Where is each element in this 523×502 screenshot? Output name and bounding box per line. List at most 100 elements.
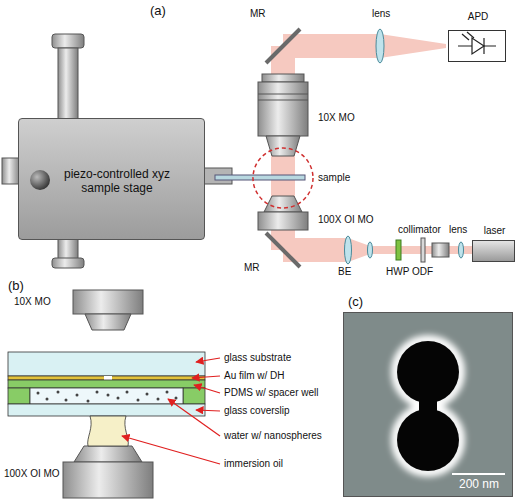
component-label: ODF	[412, 266, 433, 278]
objective-lens	[266, 136, 300, 156]
component-label: 100X OI MO	[318, 214, 374, 226]
mirror	[266, 233, 300, 267]
lens-symbol	[368, 242, 373, 258]
mirror	[266, 29, 300, 63]
lens-symbol	[459, 242, 464, 258]
sample-stage: piezo-controlled xyz sample stage	[18, 118, 205, 240]
component-label: collimator	[398, 224, 441, 236]
photodiode-symbol	[467, 32, 474, 38]
stage-knob	[58, 48, 78, 120]
objective-lens	[74, 446, 142, 462]
layer-label: immersion oil	[224, 458, 283, 470]
double-hole	[397, 341, 459, 471]
sample-layers	[8, 352, 205, 446]
leader-arrow	[168, 399, 220, 436]
nanosphere	[76, 394, 79, 397]
glass-layer	[8, 352, 205, 376]
waveplate	[396, 240, 401, 260]
objective-lens	[258, 82, 308, 136]
nanosphere	[57, 391, 60, 394]
photodiode-symbol	[483, 38, 484, 54]
nanosphere	[65, 399, 68, 402]
detector-box: APD	[448, 30, 506, 62]
stage-knob	[52, 258, 84, 268]
nanosphere	[46, 398, 49, 401]
layer-label: PDMS w/ spacer well	[224, 387, 318, 399]
scale-bar	[452, 473, 505, 475]
pdms-layer	[8, 388, 30, 404]
node-text: piezo-controlled xyz sample stage	[61, 167, 173, 196]
photodiode-symbol	[472, 38, 484, 54]
water-well	[30, 388, 183, 404]
panel-label: (a)	[150, 3, 166, 19]
double-hole	[397, 409, 459, 471]
objective-lens	[73, 290, 143, 314]
panel-label: (c)	[348, 294, 363, 310]
node-text: APD	[449, 11, 507, 23]
layer-label: glass substrate	[224, 352, 291, 364]
nanosphere	[157, 398, 160, 401]
leader-arrow	[192, 376, 220, 378]
nanosphere	[166, 391, 169, 394]
objective-lens	[262, 74, 304, 82]
sem-halo	[396, 340, 460, 404]
leader-arrow	[122, 436, 220, 464]
sem-halo	[396, 340, 460, 472]
leader-arrow	[194, 385, 220, 393]
laser-beam	[380, 34, 446, 58]
component-label: BE	[338, 266, 351, 278]
glass-layer	[8, 404, 205, 416]
panel-label: (b)	[8, 278, 24, 294]
node-text: 200 nm	[448, 477, 510, 491]
component-label: HWP	[386, 266, 409, 278]
nanosphere	[146, 393, 149, 396]
pdms-layer	[8, 380, 205, 388]
objective-lens	[258, 212, 308, 230]
objective-lens	[258, 100, 308, 101]
component-label: 100X OI MO	[4, 468, 60, 480]
component-label: lens	[449, 224, 467, 236]
sem-image	[343, 312, 513, 497]
component-label: sample	[318, 172, 350, 184]
lens-symbol	[345, 236, 352, 264]
nanosphere	[137, 399, 140, 402]
sem-panel: 200 nm	[343, 312, 513, 497]
pdms-layer	[183, 388, 205, 404]
component-label: 10X MO	[14, 296, 51, 308]
leader-arrow	[122, 358, 220, 464]
node-text: laser	[473, 225, 516, 237]
nanosphere	[175, 397, 178, 400]
nanosphere	[96, 391, 99, 394]
objective-lens	[258, 74, 308, 230]
stage-ball	[30, 170, 50, 190]
filter-plate	[421, 238, 425, 262]
nanosphere	[117, 397, 120, 400]
stage-knob	[52, 34, 84, 48]
photodiode-symbol	[458, 32, 496, 54]
objective-lens	[258, 94, 308, 95]
laser-beam	[283, 34, 380, 58]
layer-label: water w/ nanospheres	[224, 430, 322, 442]
double-hole	[104, 376, 112, 380]
nanosphere	[87, 400, 90, 403]
immersion-oil	[88, 416, 129, 446]
lens-symbol	[376, 29, 384, 63]
component-label: MR	[244, 262, 260, 274]
zoom-circle	[253, 148, 313, 208]
nanosphere	[126, 391, 129, 394]
layer-label: glass coverslip	[224, 405, 290, 417]
objective-lens	[85, 314, 131, 330]
photodiode-symbol	[462, 34, 469, 40]
sem-halo	[396, 408, 460, 472]
component-label: lens	[372, 8, 390, 20]
nanosphere	[37, 391, 178, 403]
objective-lens	[264, 196, 302, 212]
double-hole	[419, 396, 437, 416]
layer-label: Au film w/ DH	[224, 370, 285, 382]
double-hole	[397, 341, 459, 403]
nanosphere	[107, 394, 110, 397]
gold-film	[8, 376, 205, 380]
